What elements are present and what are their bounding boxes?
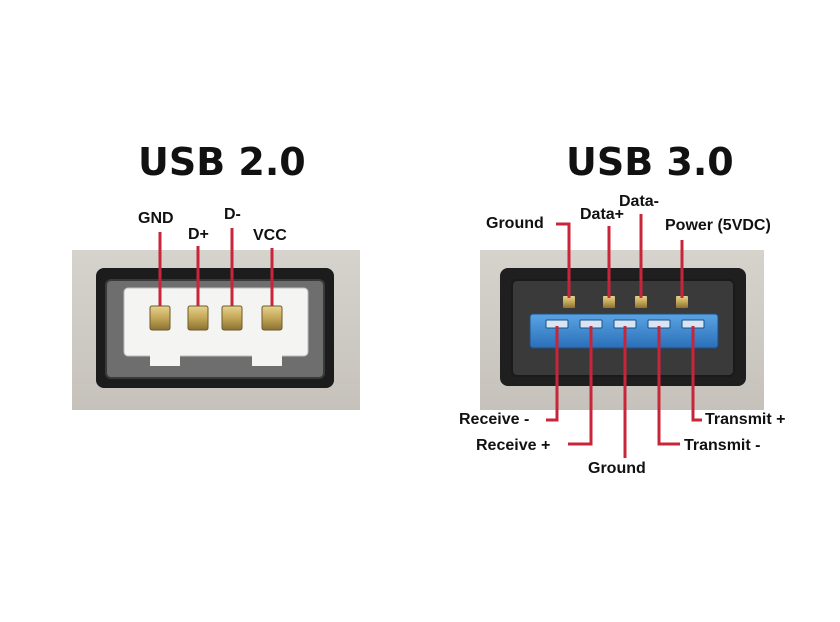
usb2-pin-dplus bbox=[187, 305, 209, 331]
usb3-label-transmit-plus: Transmit + bbox=[705, 411, 786, 428]
usb3-label-data-plus: Data+ bbox=[580, 206, 625, 223]
usb3-label-receive-minus: Receive - bbox=[459, 411, 530, 428]
usb3-title: USB 3.0 bbox=[566, 140, 734, 184]
usb3-label-power: Power (5VDC) bbox=[665, 217, 771, 234]
usb3-label-receive-plus: Receive + bbox=[476, 437, 551, 454]
usb3-label-ground-bottom: Ground bbox=[588, 460, 646, 477]
usb3-pin-power bbox=[676, 296, 688, 308]
usb2-pin-vcc bbox=[261, 305, 283, 331]
usb3-connector bbox=[480, 214, 764, 458]
usb2-title: USB 2.0 bbox=[138, 140, 306, 184]
usb2-tongue bbox=[123, 287, 309, 357]
usb2-tongue-notch-left bbox=[150, 352, 180, 366]
usb3-label-ground-top: Ground bbox=[486, 215, 544, 232]
usb2-connector bbox=[72, 228, 360, 410]
usb2-pin-gnd bbox=[149, 305, 171, 331]
usb2-label-gnd: GND bbox=[138, 210, 174, 227]
usb2-label-dminus: D- bbox=[224, 206, 241, 223]
usb3-leader-transmit-minus bbox=[657, 326, 680, 446]
usb3-pin-data-plus bbox=[603, 296, 615, 308]
usb2-pin-dminus bbox=[221, 305, 243, 331]
usb2-label-dplus: D+ bbox=[188, 226, 209, 243]
usb3-leader-ground-top bbox=[556, 222, 571, 298]
usb3-leader-transmit-plus bbox=[691, 326, 702, 422]
usb3-leader-receive-plus bbox=[568, 326, 593, 446]
usb3-label-transmit-minus: Transmit - bbox=[684, 437, 761, 454]
usb3-pin-ground-top bbox=[563, 296, 575, 308]
usb3-pin-data-minus bbox=[635, 296, 647, 308]
usb3-leader-receive-minus bbox=[546, 326, 559, 422]
usb3-label-data-minus: Data- bbox=[619, 193, 660, 210]
usb2-label-vcc: VCC bbox=[253, 227, 287, 244]
usb2-tongue-notch-right bbox=[252, 352, 282, 366]
